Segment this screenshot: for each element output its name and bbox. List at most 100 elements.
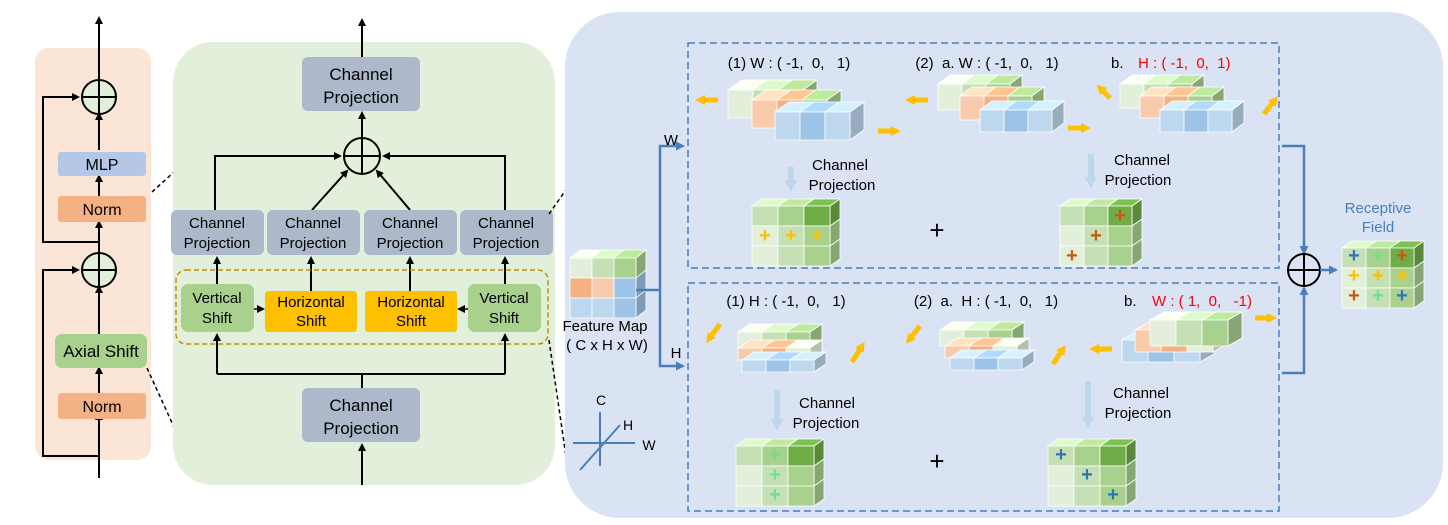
bottom-branch-frame	[687, 282, 1280, 512]
cube-cell	[973, 357, 999, 371]
plus-marker-icon: +	[1348, 245, 1360, 267]
svg-text:Channel: Channel	[478, 215, 534, 232]
cube-cell	[741, 359, 767, 373]
cube-cell	[799, 111, 826, 141]
plus-marker-icon: +	[1107, 484, 1119, 506]
top-step2b-value: H : ( -1, 0, 1)	[1138, 55, 1231, 72]
cube-cell	[751, 245, 779, 267]
shift-group-frame	[175, 269, 549, 345]
bot-channel-1: Channel	[799, 395, 855, 412]
plus-marker-icon: +	[1114, 205, 1126, 227]
plus-marker-icon: +	[759, 225, 771, 247]
cube-cell	[803, 245, 831, 267]
cube-cell	[1207, 109, 1233, 133]
norm-box-top	[58, 196, 146, 222]
branch-projection-2: Channel Projection	[267, 210, 360, 255]
norm-label-bottom: Norm	[82, 399, 121, 416]
svg-text:Projection: Projection	[184, 235, 251, 252]
plus-marker-icon: +	[1372, 285, 1384, 307]
svg-text:Channel: Channel	[382, 215, 438, 232]
svg-text:Vertical: Vertical	[479, 290, 528, 307]
bot-projection-1: Projection	[793, 415, 860, 432]
bottom-projection-line2: Projection	[323, 419, 399, 438]
cube-cell	[803, 205, 831, 227]
bot-step2b-value: W : ( 1, 0, -1)	[1152, 293, 1252, 310]
top-channel-2: Channel	[1114, 152, 1170, 169]
svg-text:Horizontal: Horizontal	[277, 294, 345, 311]
plus-marker-icon: +	[1348, 265, 1360, 287]
sum-icon	[1287, 253, 1321, 287]
cube-cell	[774, 111, 801, 141]
mlp-label: MLP	[86, 157, 119, 174]
horizontal-shift-2: Horizontal Shift	[365, 291, 457, 332]
bot-step2b-prefix: b.	[1124, 293, 1137, 310]
cube-cell	[789, 359, 815, 373]
svg-text:Projection: Projection	[377, 235, 444, 252]
feature-map-dims: ( C x H x W)	[566, 337, 648, 354]
cube-cell	[591, 277, 615, 299]
cube-cell	[824, 111, 851, 141]
cube-cell	[1183, 109, 1209, 133]
svg-text:Shift: Shift	[396, 313, 427, 330]
svg-text:Horizontal: Horizontal	[377, 294, 445, 311]
plus-marker-icon: +	[769, 484, 781, 506]
cube-cell	[569, 277, 593, 299]
top-step2b-prefix: b.	[1111, 55, 1124, 72]
cube-cell	[1083, 245, 1109, 267]
horizontal-shift-1: Horizontal Shift	[265, 291, 357, 332]
cube-cell	[949, 357, 975, 371]
bot-cube-2c	[948, 349, 1036, 371]
cube-cell	[591, 257, 615, 279]
plus-marker-icon: +	[1348, 285, 1360, 307]
cube-cell	[751, 99, 778, 129]
cube-cell	[1027, 109, 1053, 133]
cube-cell	[569, 297, 593, 319]
feature-map-cube	[568, 249, 648, 319]
cube-cell	[1175, 319, 1203, 347]
bot-plus: +	[929, 446, 944, 476]
cube-cell	[1059, 225, 1085, 247]
cube-cell	[591, 297, 615, 319]
cube-cell	[1059, 205, 1085, 227]
vertical-shift-2: Vertical Shift	[468, 284, 541, 332]
bot-projection-2: Projection	[1105, 405, 1172, 422]
branch-projection-1: Channel Projection	[171, 210, 264, 255]
axis-w-label: W	[642, 437, 656, 453]
cube-cell	[1099, 445, 1127, 467]
top-projection-box	[302, 57, 420, 111]
cube-cell	[1047, 465, 1075, 487]
bottom-projection-line1: Channel	[329, 396, 392, 415]
cube-cell	[1073, 445, 1101, 467]
cube-cell	[1159, 109, 1185, 133]
bottom-projection-box	[302, 388, 420, 442]
plus-marker-icon: +	[1396, 285, 1408, 307]
cube-cell	[1073, 485, 1101, 507]
axis-h-label: H	[623, 417, 633, 433]
receptive-field-cube: +++++++++	[1340, 240, 1426, 309]
cube-cell	[979, 109, 1005, 133]
top-step1: (1) W : ( -1, 0, 1)	[728, 55, 851, 72]
svg-text:Shift: Shift	[489, 310, 520, 327]
sum-icon	[81, 79, 117, 115]
cube-cell	[787, 485, 815, 507]
top-projection-1: Projection	[809, 177, 876, 194]
cube-cell	[1107, 225, 1133, 247]
cube-cell	[1003, 109, 1029, 133]
top-projection-line2: Projection	[323, 88, 399, 107]
plus-marker-icon: +	[1090, 225, 1102, 247]
h-branch-label: H	[671, 345, 682, 362]
cube-cell	[937, 83, 963, 111]
top-result-2: +++	[1058, 198, 1144, 267]
bot-cube-3	[1148, 311, 1244, 347]
plus-marker-icon: +	[1081, 464, 1093, 486]
top-channel-1: Channel	[812, 157, 868, 174]
cube-cell	[1149, 319, 1177, 347]
mlp-box	[58, 152, 146, 176]
top-branch-frame	[687, 42, 1280, 269]
top-projection-2: Projection	[1105, 172, 1172, 189]
plus-marker-icon: +	[811, 225, 823, 247]
branch-projection-3: Channel Projection	[364, 210, 457, 255]
cube-cell	[1099, 465, 1127, 487]
plus-marker-icon: +	[1372, 265, 1384, 287]
cube-cell	[787, 445, 815, 467]
